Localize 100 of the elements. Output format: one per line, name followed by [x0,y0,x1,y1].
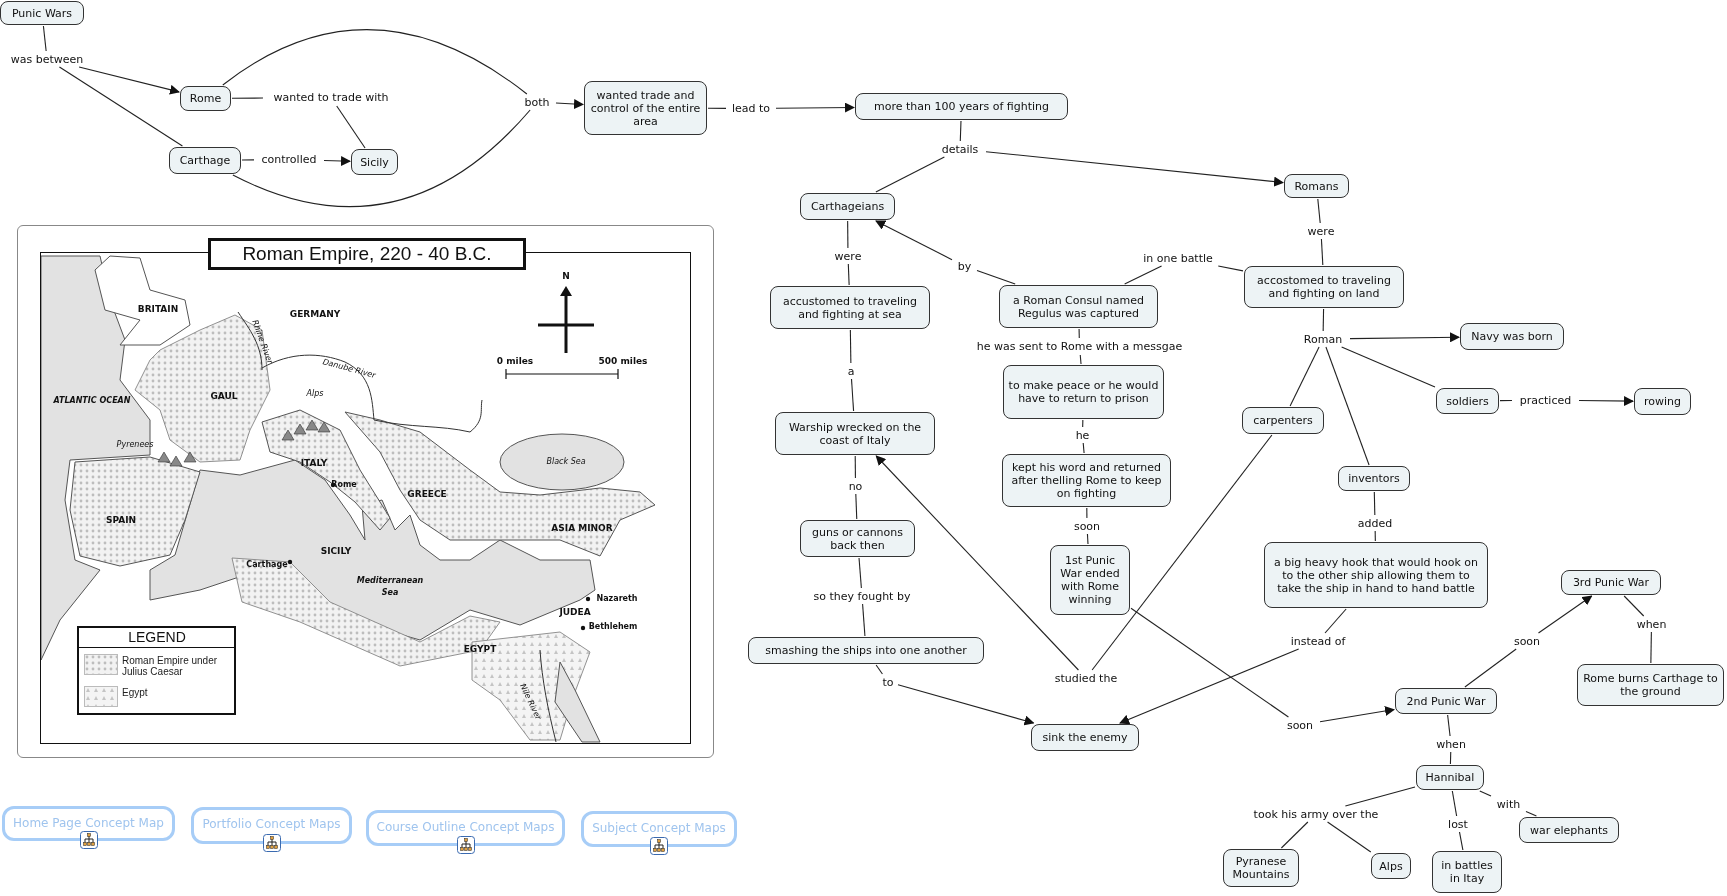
connector-line [1320,238,1324,266]
concept-box: smashing the ships into one another [748,637,984,664]
map-label: JUDEA [559,606,591,620]
concept-box: guns or cannons back then [800,520,915,557]
connector-line [1324,608,1347,634]
map-label: Mediterranean Sea [355,575,425,599]
connector-line [1327,821,1372,853]
map-label: N [562,270,570,284]
map-label: ATLANTIC OCEAN [52,395,132,407]
connector-line [855,493,858,520]
map-label: SPAIN [105,514,137,528]
map-label: Black Sea [546,456,586,468]
connector-line [1091,434,1273,671]
connector-line [58,66,183,147]
map-label: ITALY [300,457,328,471]
concept-box: Carthageians [800,193,895,220]
connector-line [336,105,366,149]
connector-line [1325,346,1370,466]
arrow [1319,706,1395,723]
arrow [78,66,180,95]
concept-box: 1st Punic War ended with Rome winning [1050,545,1130,615]
arrow [875,220,953,261]
concept-box: Punic Wars [0,1,84,25]
connector-line [1344,786,1416,807]
link-button: Home Page Concept Map [2,806,175,841]
concept-box: accustomed to traveling and fighting at sea [770,286,930,329]
connector-line [1217,265,1244,272]
map-label: 500 miles [598,355,648,369]
concept-box: Romans [1284,174,1349,198]
connector-line [1317,198,1321,224]
concept-box: in battles in Itay [1432,851,1502,893]
connector-line [1078,328,1080,339]
concept-box: Warship wrecked on the coast of Italy [775,412,935,455]
concept-box: a big heavy hook that would hook on to the other ship allowing them to take the ship in hand to hand battle [1264,542,1488,608]
concept-box: Sicily [351,149,398,175]
concept-box: Alps [1371,853,1411,879]
connector-line [847,263,850,286]
connector-line [1623,595,1645,617]
connector-line [1086,533,1089,545]
concept-box: to make peace or he would have to return to prison [1003,365,1164,419]
connector-line [1280,821,1309,849]
arrow [1537,595,1593,634]
map-label: GREECE [407,488,447,502]
connector-line [1079,354,1082,365]
concept-box: sink the enemy [1031,724,1139,751]
connector-line [849,329,852,364]
connector-line [1086,507,1088,519]
connector-line [959,120,962,142]
connector-line [1449,751,1452,765]
map-label: Nile River [517,681,544,723]
connector-line [1289,346,1320,407]
concept-box: war elephants [1519,817,1619,843]
connector-line [854,455,856,479]
link-button: Portfolio Concept Maps [191,807,352,844]
concept-box: accostomed to traveling and fighting on land [1244,266,1404,308]
connector-line [241,159,255,161]
connector-line [1373,491,1376,516]
connector-line [847,220,849,249]
map-label: ASIA MINOR [551,522,613,536]
city-label: Carthage [246,559,288,571]
connector-line [1322,308,1325,332]
map-label: Danube River [321,356,377,382]
connector-line [1650,631,1652,664]
concept-box: 3rd Punic War [1561,570,1661,595]
connector-line [862,603,866,637]
concept-box: Navy was born [1460,323,1564,350]
legend-title: LEGEND [128,627,186,647]
map-label: BRITAIN [137,303,179,317]
connector-line [707,107,727,109]
connector-line [231,97,264,99]
map-label: Alps [306,388,324,400]
concept-box: a Roman Consul named Regulus was captured [999,285,1158,328]
concept-box: Carthage [169,147,241,174]
arrow [897,684,1035,726]
concept-box: more than 100 years of fighting [855,93,1068,120]
connector-line [42,25,47,52]
concept-box: Hannibal [1416,765,1484,790]
map-label: SICILY [320,545,352,559]
arrow [985,151,1284,187]
link-button: Subject Concept Maps [581,811,737,847]
connector-line [875,664,883,675]
map-label: Pyrenees [116,439,154,451]
city-label: Bethlehem [588,621,638,633]
concept-box: inventors [1338,466,1410,491]
concept-box: Rome [180,86,231,111]
connector-line [1082,442,1085,454]
connector-line [1341,346,1436,388]
connector-line [1458,831,1464,851]
concept-box: carpenters [1242,407,1324,434]
connector-line [1451,790,1458,817]
map-label: GAUL [210,390,238,404]
city-label: Nazareth [596,593,638,605]
connector-line [875,156,945,193]
connector-line [1447,714,1451,737]
concept-box: rowing [1634,388,1691,415]
connector-line [858,557,862,589]
concept-box: Pyranese Mountains [1223,849,1299,887]
map-label: GERMANY [289,308,341,322]
link-button: Course Outline Concept Maps [366,810,565,846]
connector-line [1479,790,1492,797]
